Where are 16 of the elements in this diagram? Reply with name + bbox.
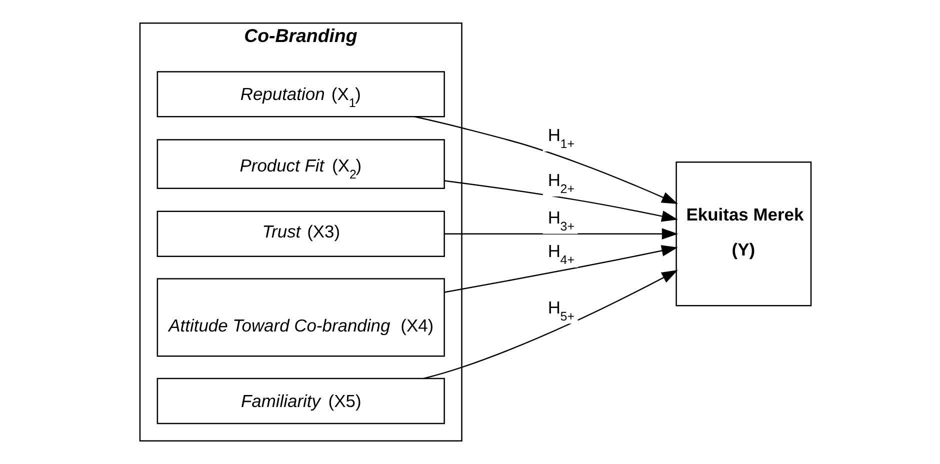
edge-label: H$_{3+}$: [547, 208, 574, 234]
arrow: [444, 180, 678, 222]
edge-label: H$_{5+}$: [547, 297, 574, 324]
arrow: [414, 116, 678, 204]
edge-label: H$_{1+}$: [547, 125, 574, 152]
arrow: [423, 270, 678, 380]
edge-label: H$_{4+}$: [547, 241, 574, 268]
node-box: Familiarity (X5): [156, 378, 444, 424]
node-box: Trust (X3): [156, 210, 444, 257]
edge-label: H$_{2+}$: [547, 170, 574, 196]
arrow: [444, 245, 678, 293]
node-box: Attitude Toward Co-branding (X4): [156, 278, 444, 357]
arrow: [444, 228, 678, 240]
node-box: Ekuitas Merek (Y): [675, 162, 812, 306]
node-box: Product Fit (X$_{2}$): [156, 139, 444, 189]
node-box: Reputation (X$_{1}$): [156, 71, 444, 118]
